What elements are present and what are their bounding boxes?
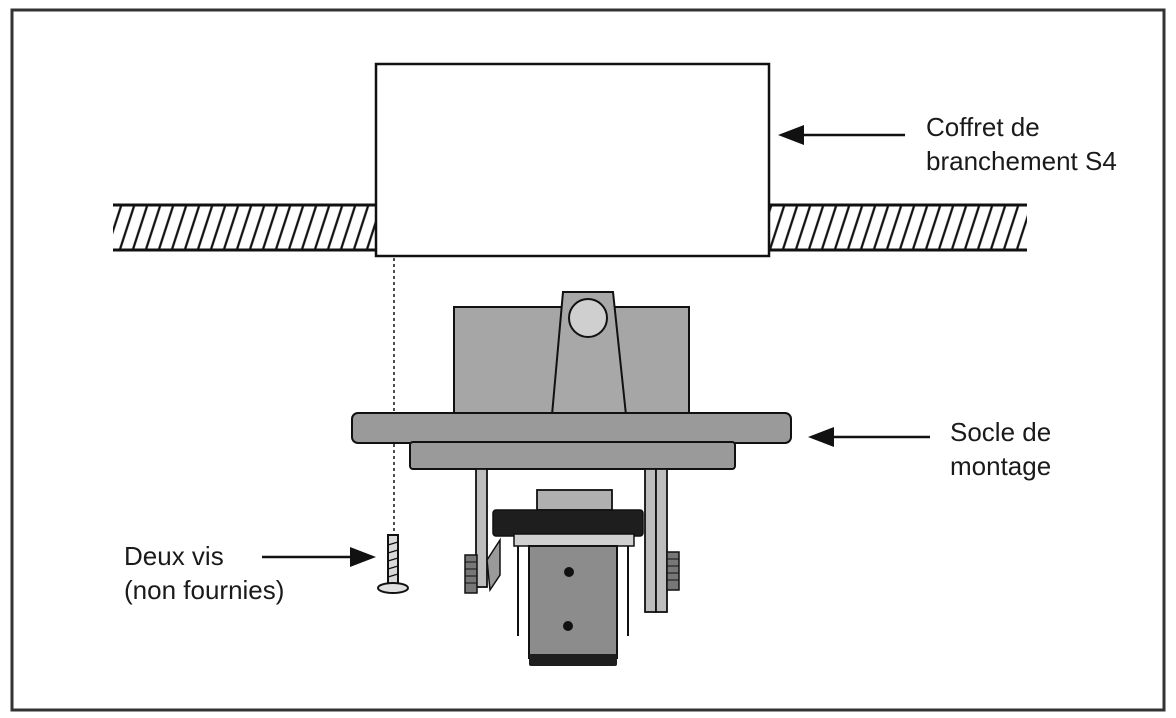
label-socle-line2: montage [950, 451, 1052, 481]
mount-bracket [550, 291, 628, 416]
camera-screw-upper-icon [564, 567, 574, 577]
left-arm [464, 468, 501, 594]
junction-box [374, 62, 771, 258]
camera-dark-band [492, 509, 644, 537]
arrow-vis [262, 547, 376, 567]
label-coffret-de-branchement: Coffret de branchement S4 [926, 110, 1117, 178]
right-arm [644, 468, 680, 613]
arrow-coffret [778, 125, 905, 145]
label-coffret-line1: Coffret de [926, 112, 1040, 142]
label-vis-line2: (non fournies) [124, 575, 285, 605]
label-coffret-line2: branchement S4 [926, 146, 1117, 176]
ceiling-right [769, 203, 1027, 252]
label-socle-de-montage: Socle de montage [950, 415, 1051, 483]
camera-bottom-band [529, 654, 617, 666]
camera-body [528, 545, 618, 659]
ceiling-left [113, 203, 376, 252]
mount-plate-lower [409, 441, 736, 470]
camera-screw-lower-icon [563, 621, 573, 631]
label-socle-line1: Socle de [950, 417, 1052, 447]
label-deux-vis: Deux vis (non fournies) [124, 539, 284, 607]
label-vis-line1: Deux vis [124, 541, 224, 571]
adjustment-knob-icon [568, 298, 608, 338]
mount-plate-top [351, 412, 792, 444]
camera-top-block [536, 489, 613, 511]
camera-collar [513, 533, 635, 547]
screw-icon [377, 534, 409, 594]
arrow-socle [808, 427, 930, 447]
